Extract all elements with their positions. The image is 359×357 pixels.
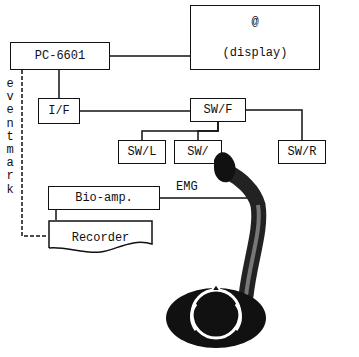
recorder-box: Recorder [48,220,153,256]
head-outline [192,304,241,330]
box-label: I/F [48,104,70,118]
box-label: Bio-amp. [75,191,133,205]
connector [110,56,190,57]
connector-line [110,55,190,57]
box-label: PC-6601 [35,49,85,63]
connector [56,210,57,220]
connector-line [80,110,190,112]
arm-shade [246,205,259,296]
paper-edge [49,221,152,252]
connector-line [142,122,218,140]
computer-box: PC-6601 [10,42,110,70]
switch-box: SW/F [190,98,246,122]
emg-lead [160,197,252,199]
head [192,290,240,338]
connector-line [246,110,302,140]
signal-label: EMG [176,180,198,194]
connector [22,70,48,236]
switch-box: SW/R [278,140,326,164]
interface-box: I/F [38,98,80,124]
switch-box: SW/L [118,140,166,164]
shoulders [166,288,266,348]
switch-box: SW/ [174,140,222,164]
signal-label: event mark [4,78,16,197]
box-label: Recorder [72,231,130,245]
arm [228,172,259,296]
connector-line [22,70,48,236]
box-label: SW/ [187,145,209,159]
nose [212,284,220,290]
connector-line [198,122,218,140]
connector-line [58,70,60,98]
box-label: SW/R [288,145,317,159]
amplifier-box: Bio-amp. [48,186,160,210]
connector [80,111,190,112]
box-label: (display) [223,46,288,60]
box-label: SW/L [128,145,157,159]
box-label: @ [251,15,258,29]
box-label: SW/F [204,103,233,117]
connector [142,122,218,140]
connector [246,110,302,140]
display-box: @ (display) [190,5,320,70]
connector-line [55,210,57,220]
hand [214,152,235,182]
connector [198,122,218,140]
connector [59,70,60,98]
